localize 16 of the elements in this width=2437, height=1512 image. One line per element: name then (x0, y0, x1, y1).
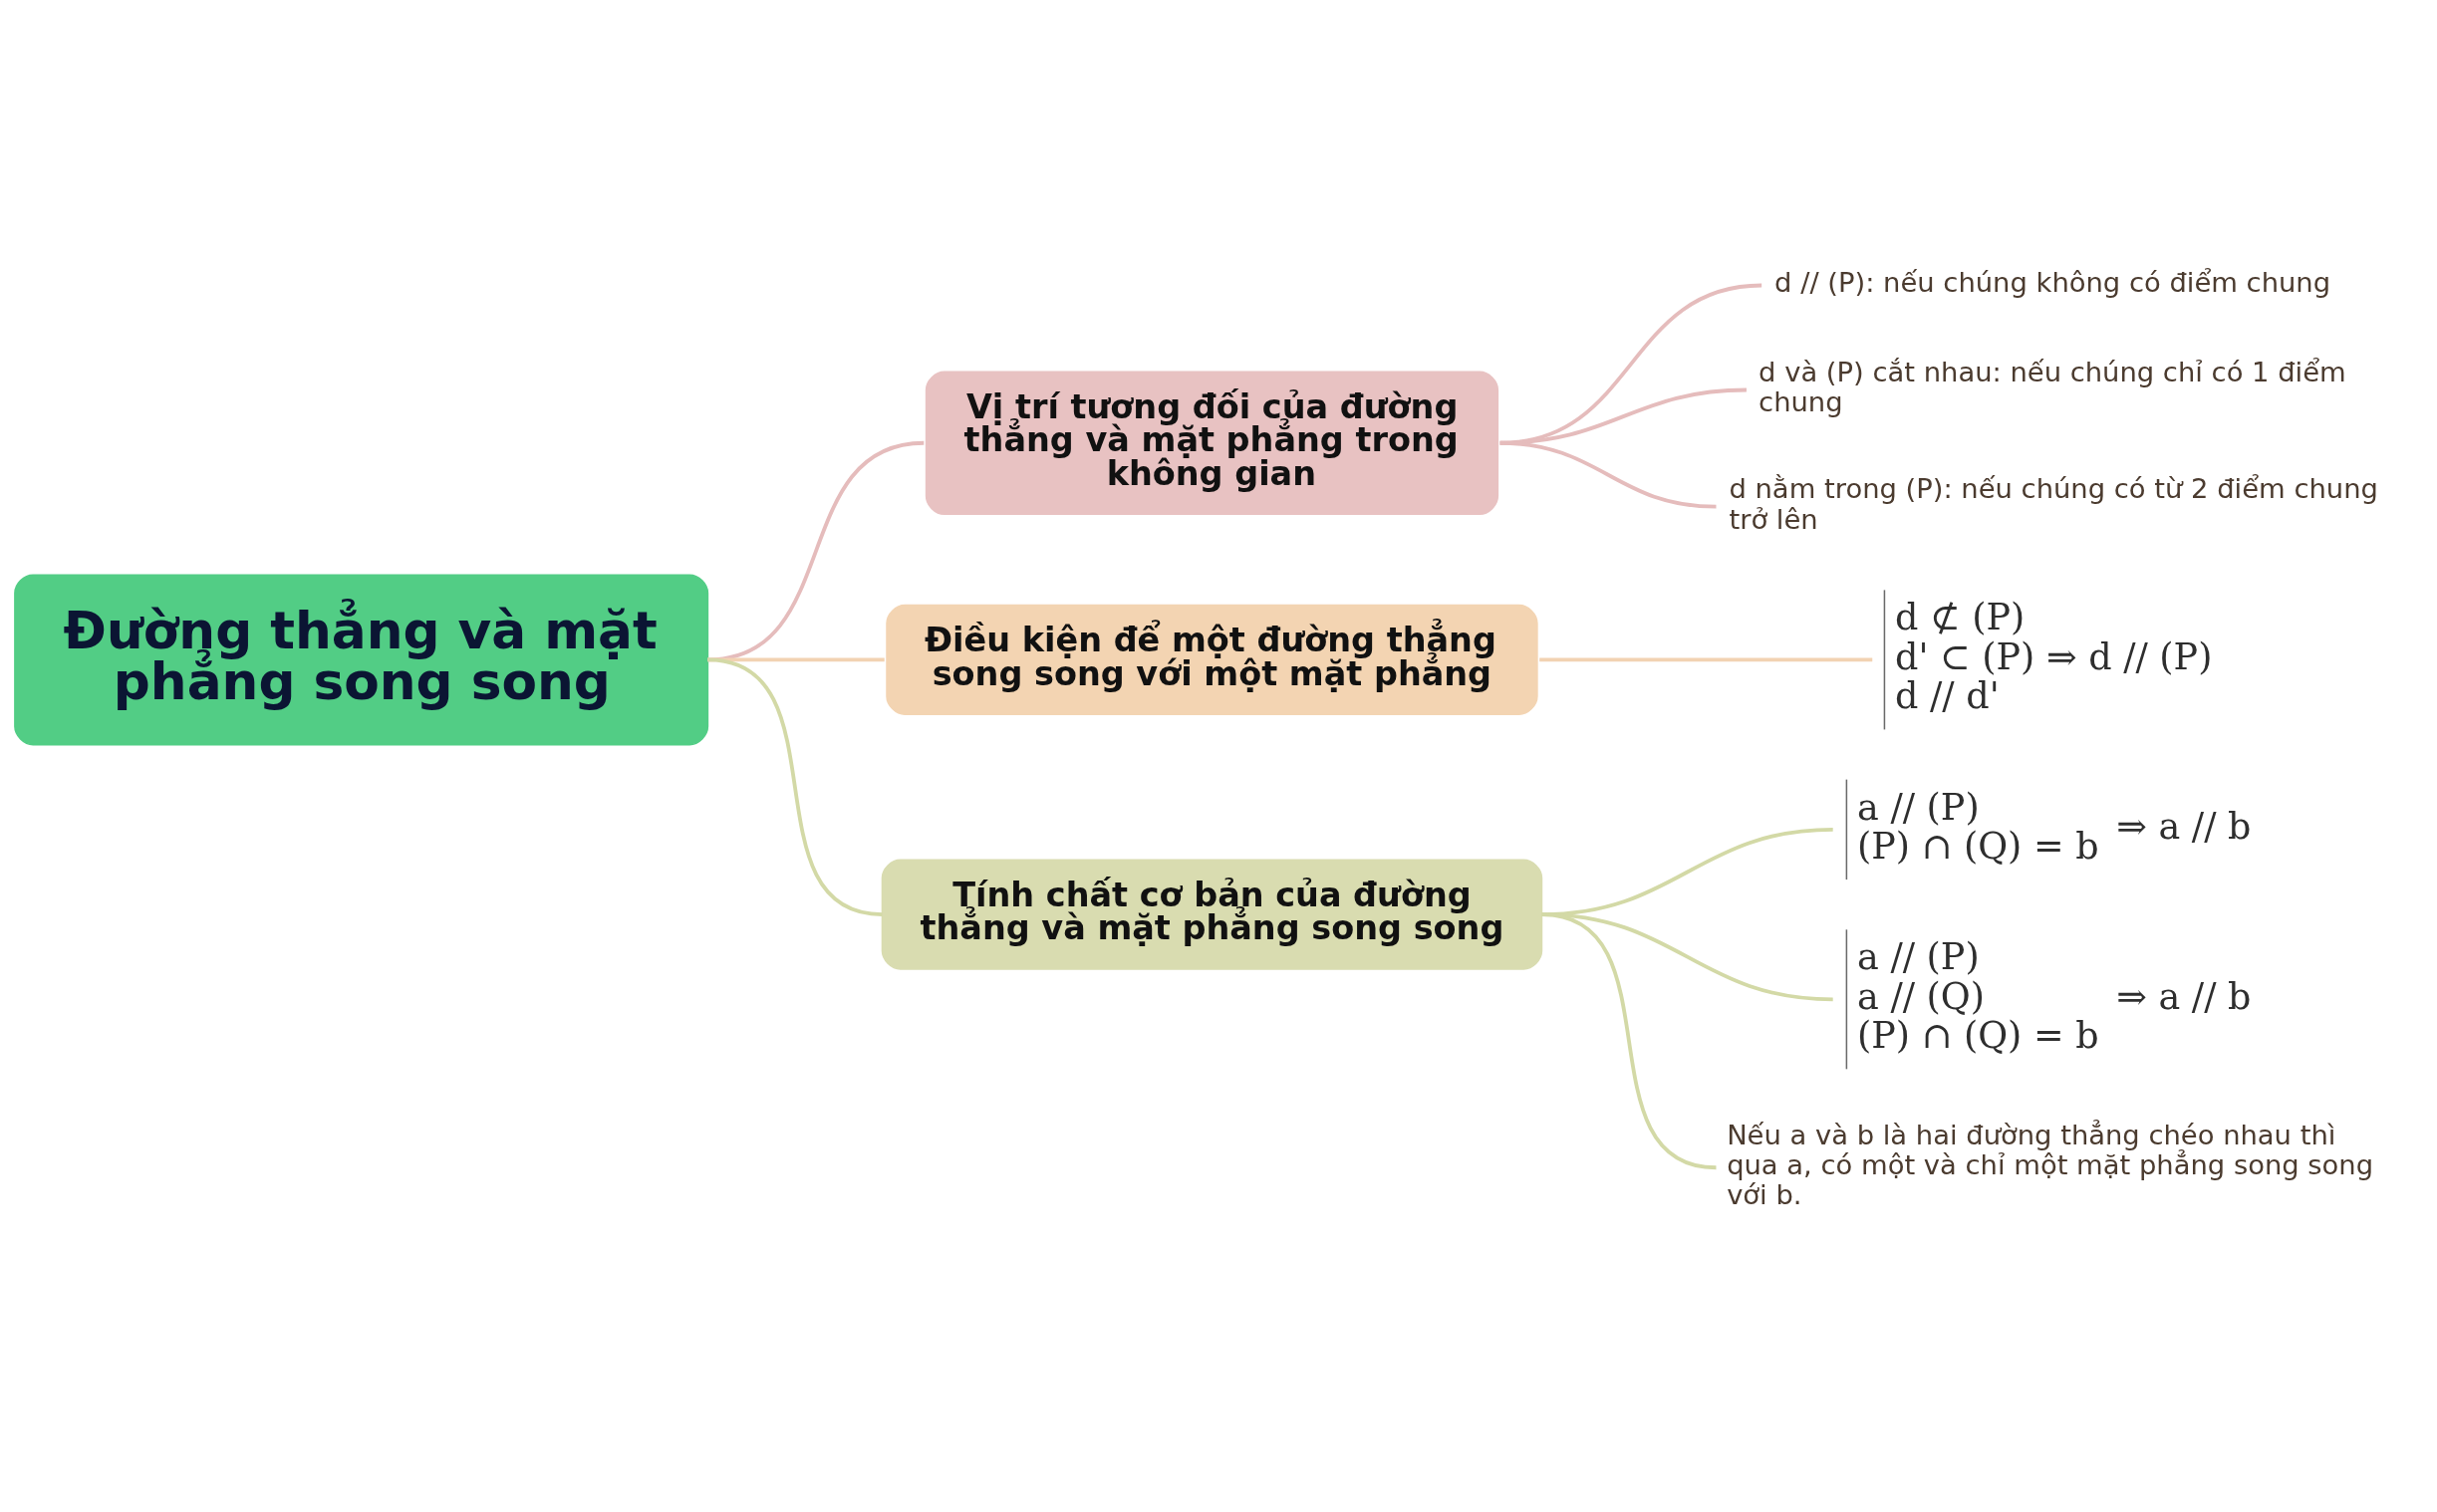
connector (707, 440, 925, 661)
node-text: Nếu a và b là hai đường thẳng chéo nhau thì qua a, có một và chỉ một mặt phẳng song song với b. (1727, 1119, 2374, 1210)
connector (1539, 657, 1873, 661)
connector (707, 657, 885, 661)
node-text: d ⊄ (P) d' ⊂ (P) ⇒ d // (P) d // d' (1895, 595, 2213, 717)
node-box: Điều kiện để một đường thẳng song song với một mặt phẳng (886, 604, 1538, 715)
node-box: Tính chất cơ bản của đường thẳng và mặt phẳng song song (881, 859, 1543, 970)
node-text: a // (P) a // (Q) (P) ∩ (Q) = b ⇒ a // b (1857, 934, 2252, 1057)
node-box: Đường thẳng và mặt phẳng song song (14, 573, 709, 745)
node-box: Vị trí tương đối của đường thẳng và mặt phẳng trong không gian (925, 370, 1499, 515)
node-text: d và (P) cắt nhau: nếu chúng chỉ có 1 điểm chung (1759, 356, 2346, 417)
node-text: d // (P): nếu chúng không có điểm chung (1774, 266, 2331, 298)
connector (707, 657, 883, 916)
connector (1499, 440, 1717, 509)
node-text: d nằm trong (P): nếu chúng có từ 2 điểm chung trở lên (1729, 472, 2378, 535)
connector (1541, 911, 1717, 1169)
